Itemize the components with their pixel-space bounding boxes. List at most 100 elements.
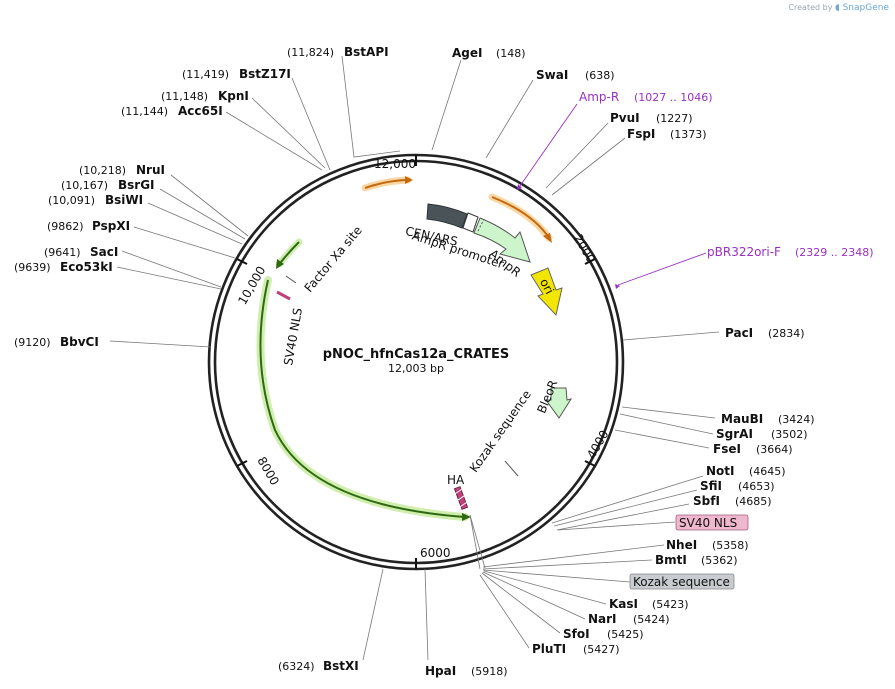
leader-fspi — [551, 137, 626, 196]
tick-4000 — [584, 460, 596, 467]
enzyme-maubi-name: MauBI — [721, 412, 763, 426]
enzyme-acc65i-pos: (11,144) — [121, 105, 168, 118]
enzyme-saci-name: SacI — [90, 245, 118, 259]
leader-sbfi — [556, 503, 690, 531]
enzyme-nari-pos: (5424) — [633, 613, 670, 626]
enzyme-kpni-pos: (11,148) — [161, 90, 208, 103]
enzyme-bstz17i-pos: (11,419) — [182, 68, 229, 81]
enzyme-fspi-pos: (1373) — [670, 128, 707, 141]
leader-paci — [622, 331, 720, 341]
sv40-nls-box-label: SV40 NLS — [679, 516, 737, 530]
enzyme-sbfi-pos: (4685) — [735, 495, 772, 508]
features — [256, 176, 573, 521]
primer-pbr322ori-f-name: pBR322ori-F — [707, 245, 781, 259]
leader-hpai — [424, 568, 429, 661]
enzyme-bstapi-pos: (11,824) — [287, 46, 334, 59]
feature-green-arc — [259, 279, 465, 518]
plasmid-name: pNOC_hfnCas12a_CRATES — [323, 347, 510, 362]
enzyme-nari-name: NarI — [588, 612, 617, 626]
primer-pbr322ori-f-mark — [615, 284, 620, 289]
tick-8000 — [236, 460, 248, 467]
enzyme-bstxi-name: BstXI — [323, 659, 359, 673]
enzyme-bbvci-name: BbvCI — [60, 335, 99, 349]
feature-sv40-nls-bar — [276, 290, 291, 301]
snapgene-credit: Created by ◖ SnapGene — [788, 3, 889, 13]
tick-label-8000: 8000 — [254, 454, 281, 487]
feature-green-arc-head — [462, 513, 471, 521]
feature-orange-1-head — [405, 176, 413, 184]
enzyme-hpai-name: HpaI — [425, 664, 456, 678]
enzyme-fspi-name: FspI — [627, 127, 655, 141]
leader-noti — [551, 475, 704, 524]
enzyme-sgrai-pos: (3502) — [771, 428, 808, 441]
feature-bleor — [545, 387, 573, 419]
tick-marks — [236, 155, 596, 569]
leader-sv40box — [557, 521, 676, 531]
feature-ha-hatch-2 — [457, 495, 465, 501]
leader-fsei — [614, 429, 710, 449]
label-ori: ori — [537, 276, 557, 296]
leader-agei — [431, 59, 462, 151]
enzyme-sfoi-pos: (5425) — [607, 628, 644, 641]
feature-green-small — [280, 241, 300, 263]
enzyme-fsei-pos: (3664) — [756, 443, 793, 456]
primer-amp-r-range: (1027 .. 1046) — [634, 91, 713, 104]
enzyme-pluti-name: PluTI — [532, 642, 566, 656]
label-ha: HA — [447, 473, 465, 487]
leader-bsrgi — [159, 188, 246, 240]
enzyme-sgrai-name: SgrAI — [716, 427, 753, 441]
leader-cluster-a — [469, 514, 486, 569]
leader-pluti — [479, 574, 530, 649]
kozak-box-label: Kozak sequence — [633, 575, 730, 589]
enzyme-sfii-name: SfiI — [700, 479, 722, 493]
enzyme-bsrgi-name: BsrGI — [118, 178, 155, 192]
leader-bstapi — [341, 55, 401, 158]
enzyme-bbvci-pos: (9120) — [14, 336, 51, 349]
leader-maubi — [621, 406, 716, 419]
primer-amp-r-name: Amp-R — [579, 90, 619, 104]
leader-amp-r — [519, 103, 578, 187]
enzyme-acc65i-name: Acc65I — [178, 104, 223, 118]
leader-bstz17i — [291, 77, 331, 171]
feature-ha-hatch-3 — [459, 501, 468, 508]
tick-label-2000: 2000 — [571, 232, 598, 265]
primer-pbr322ori-f-range: (2329 .. 2348) — [795, 246, 874, 259]
credit-prefix: Created by — [788, 3, 833, 12]
enzyme-paci-pos: (2834) — [768, 327, 805, 340]
enzyme-kasi-name: KasI — [609, 597, 638, 611]
enzyme-saci-pos: (9641) — [44, 246, 81, 259]
primer-amp-r-mark — [517, 184, 522, 190]
enzyme-bmti-pos: (5362) — [701, 554, 738, 567]
enzyme-nrui-pos: (10,218) — [79, 164, 126, 177]
feature-orange-1 — [364, 179, 407, 189]
enzyme-nhei-name: NheI — [666, 538, 697, 552]
enzyme-leaders — [109, 55, 720, 661]
kozak-box — [629, 573, 735, 590]
enzyme-kpni-name: KpnI — [218, 89, 249, 103]
label-kozak: Kozak sequence — [467, 388, 534, 475]
enzyme-swai-name: SwaI — [536, 68, 568, 82]
enzyme-bmti-name: BmtI — [655, 553, 687, 567]
label-sv40-nls: SV40 NLS — [281, 307, 305, 367]
tick-label-6000: 6000 — [420, 546, 451, 560]
enzyme-agei-pos: (148) — [496, 47, 526, 60]
enzyme-swai-pos: (638) — [585, 69, 615, 82]
leader-nrui — [170, 174, 249, 237]
enzyme-noti-pos: (4645) — [749, 465, 786, 478]
enzyme-hpai-pos: (5918) — [471, 665, 508, 678]
enzyme-kasi-pos: (5423) — [652, 598, 689, 611]
leader-pspxi — [133, 226, 236, 259]
enzyme-bstxi-pos: (6324) — [278, 660, 315, 673]
enzyme-sbfi-name: SbfI — [693, 494, 720, 508]
label-factor-xa: Factor Xa site — [302, 223, 365, 295]
kozak-connector — [504, 460, 519, 477]
credit-brand: SnapGene — [842, 3, 889, 13]
enzyme-pspxi-pos: (9862) — [47, 220, 84, 233]
leader-swai — [485, 79, 534, 159]
enzyme-pluti-pos: (5427) — [583, 643, 620, 656]
enzyme-pspxi-name: PspXI — [92, 219, 130, 233]
enzyme-eco53ki-pos: (9639) — [14, 261, 51, 274]
enzyme-bsiwi-pos: (10,091) — [48, 194, 95, 207]
snapgene-logo: ◖ SnapGene — [834, 3, 889, 13]
